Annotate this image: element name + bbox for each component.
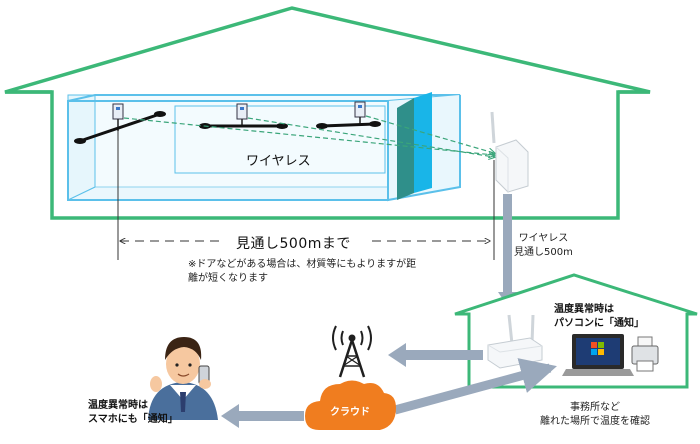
cloud-icon [305, 380, 396, 430]
cloud-label: クラウド [330, 407, 370, 418]
wireless-range-label: ワイヤレス 見通し500m [514, 232, 573, 260]
antenna-tower-icon [332, 325, 372, 378]
wireless-label-room: ワイヤレス [246, 154, 311, 169]
distance-label: 見通し500mまで [236, 236, 351, 252]
sensor-2 [199, 103, 288, 129]
wireless-range-line-2: 見通し500m [514, 247, 573, 258]
door-note: ※ドアなどがある場合は、材質等にもよりますが距離が短くなります [188, 259, 417, 284]
office-to-tower-arrow [388, 343, 483, 367]
phone-alert-label: 温度異常時は スマホにも「通知」 [88, 399, 178, 427]
receiver-router-icon [490, 111, 529, 260]
wireless-range-line-1: ワイヤレス [518, 233, 569, 244]
sensor-1 [74, 103, 166, 260]
pc-alert-label: 温度異常時は パソコンに「通知」 [554, 303, 644, 331]
office-line-1: 事務所など [570, 402, 620, 413]
pc-alert-line-2: パソコンに「通知」 [554, 318, 644, 329]
office-label: 事務所など 離れた場所で温度を確認 [540, 401, 650, 429]
person-with-phone-icon [148, 337, 218, 420]
printer-icon [631, 336, 659, 372]
laptop-icon [562, 334, 634, 376]
cloud-to-phone-arrow [221, 404, 304, 428]
sensor-3 [316, 101, 381, 129]
cold-storage-room [67, 92, 461, 202]
phone-alert-line-1: 温度異常時は [88, 400, 148, 411]
office-line-2: 離れた場所で温度を確認 [540, 416, 650, 427]
pc-alert-line-1: 温度異常時は [554, 304, 614, 315]
office-to-cloud-arrow [393, 358, 557, 415]
phone-alert-line-2: スマホにも「通知」 [88, 414, 178, 425]
wireless-links [123, 115, 494, 157]
